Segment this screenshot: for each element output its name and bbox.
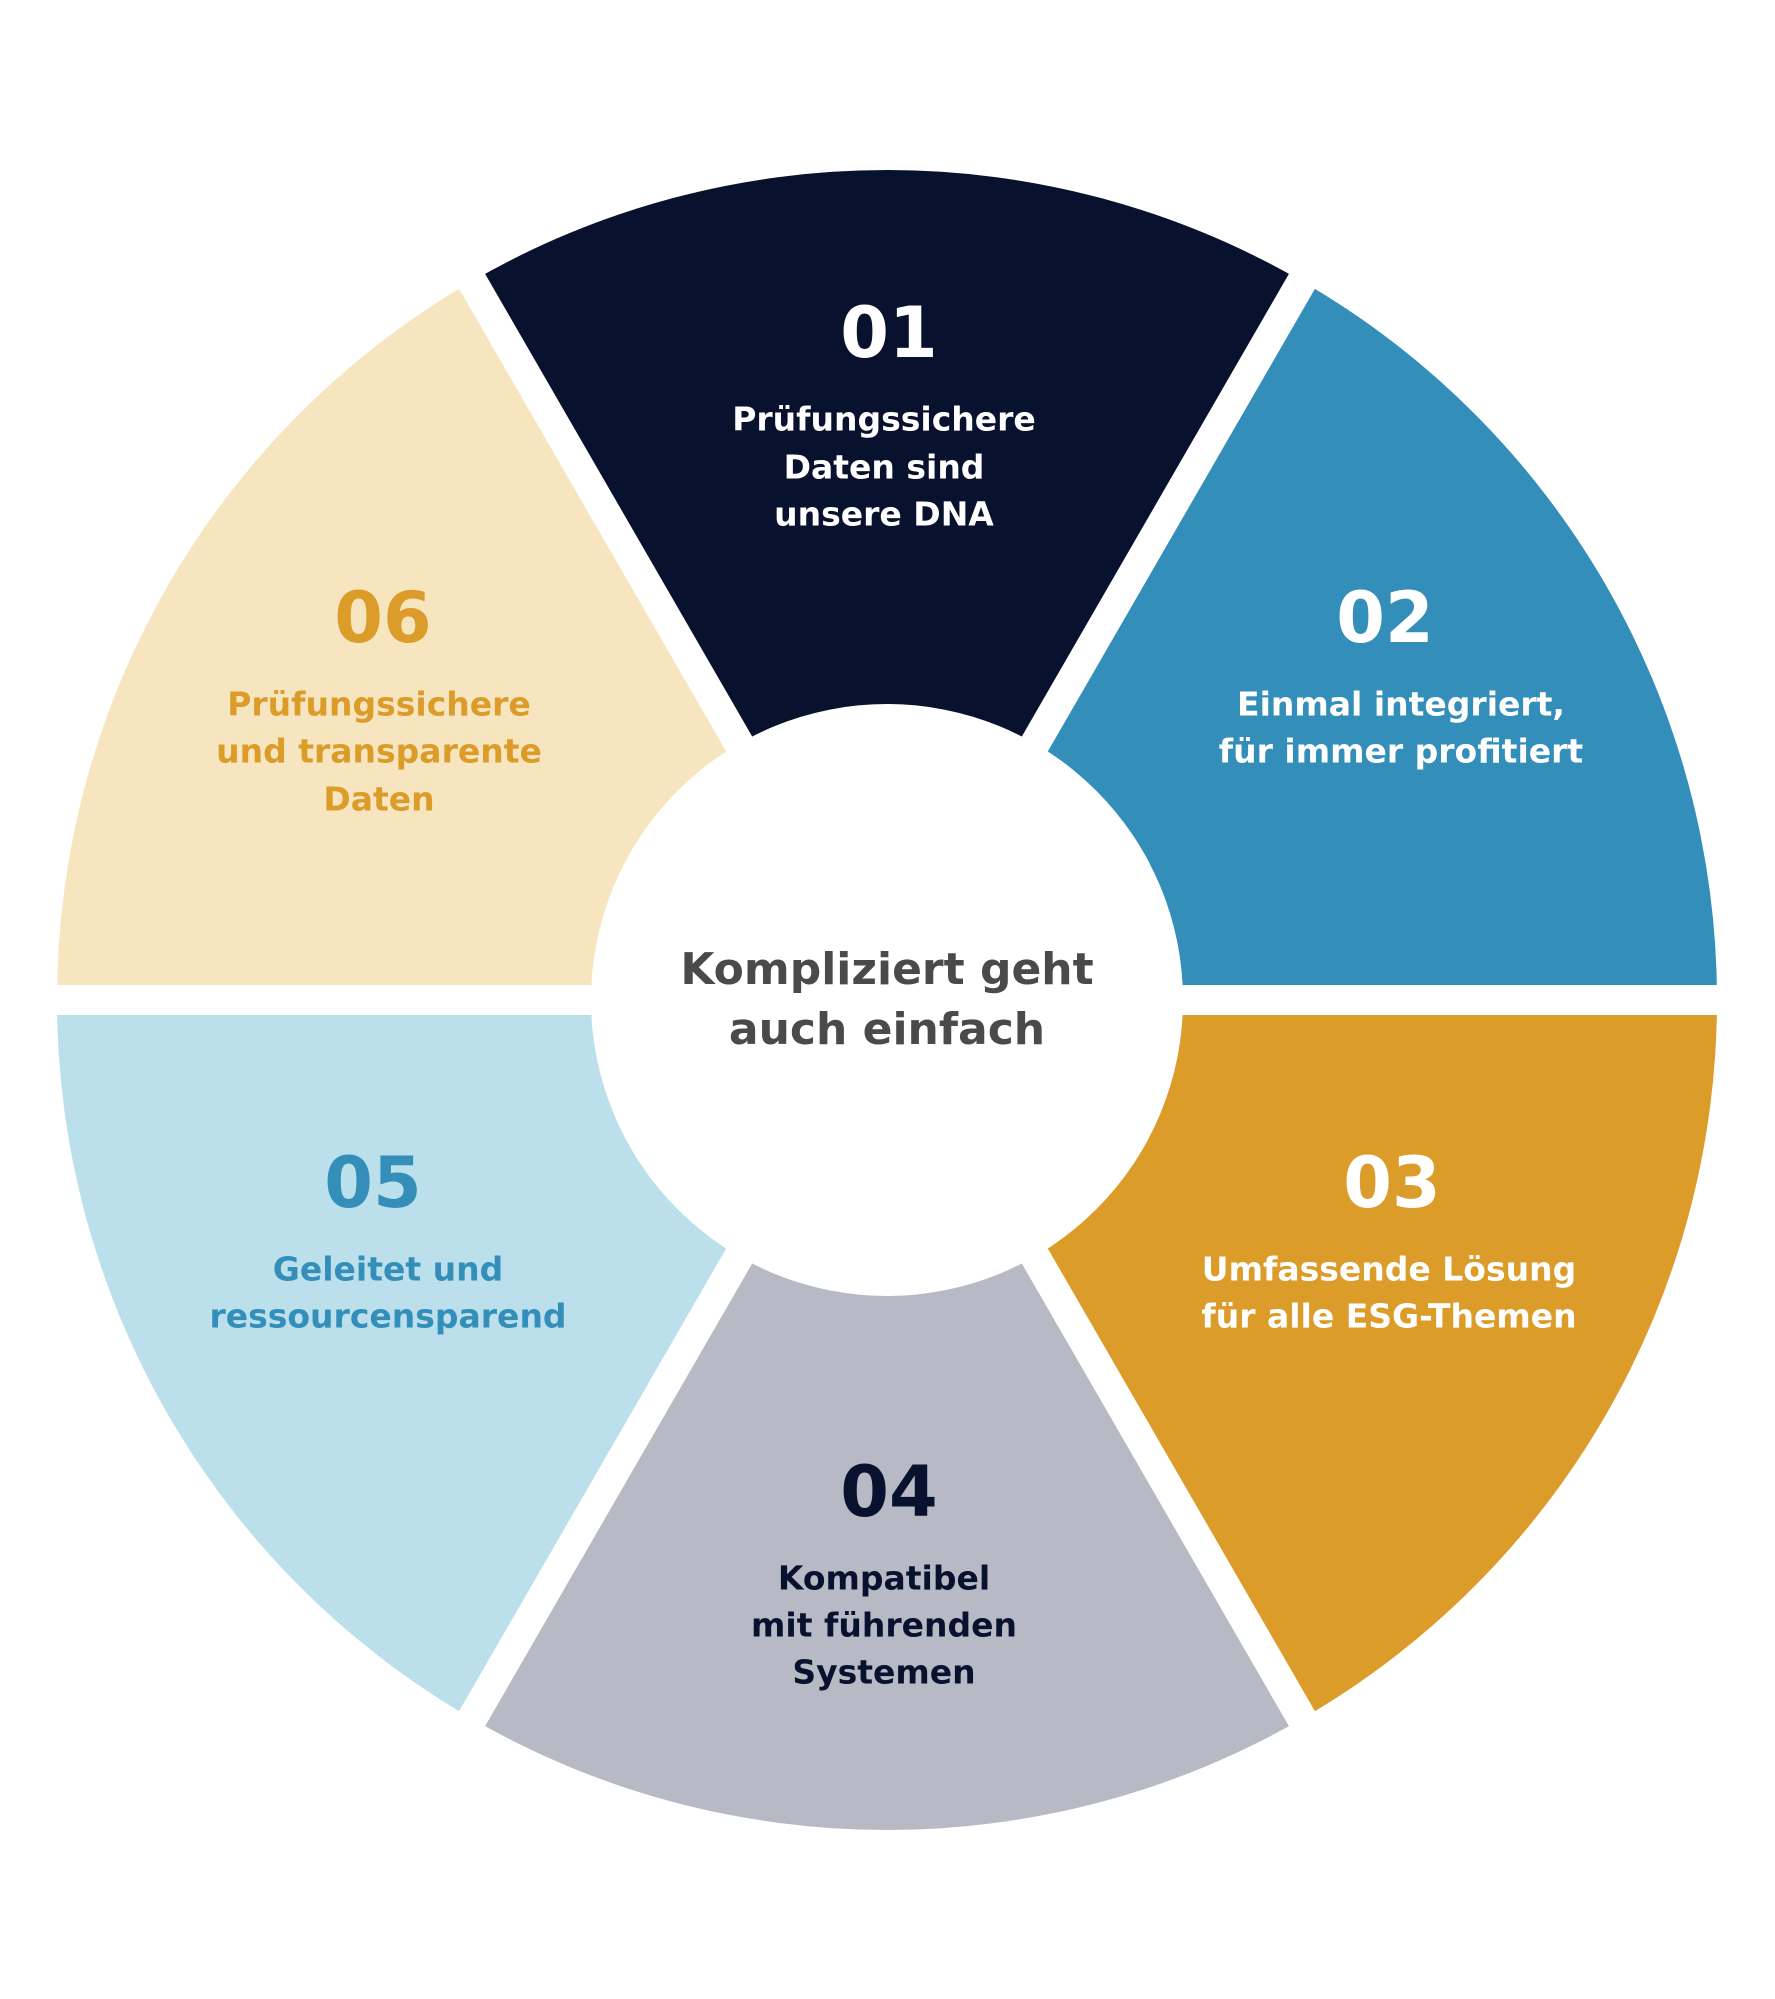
segment-label: Daten xyxy=(323,780,434,819)
segment-01 xyxy=(472,169,1302,1000)
segment-number: 05 xyxy=(324,1142,421,1224)
segment-label: unsere DNA xyxy=(774,495,994,534)
segment-label: und transparente xyxy=(216,732,542,771)
segment-number: 06 xyxy=(334,577,431,659)
center-circle xyxy=(591,704,1183,1296)
segment-label: mit führenden xyxy=(751,1606,1017,1645)
segment-label: Daten sind xyxy=(784,448,985,487)
segment-number: 01 xyxy=(840,292,937,374)
segment-02-text: 02 Einmal integriert, für immer profitie… xyxy=(1219,577,1584,770)
segment-label: Systemen xyxy=(792,1653,975,1692)
segment-number: 04 xyxy=(840,1451,937,1533)
segment-04-text: 04 Kompatibel mit führenden Systemen xyxy=(751,1451,1017,1691)
center-title-line-1: Kompliziert geht xyxy=(680,944,1093,995)
segment-label: Kompatibel xyxy=(778,1559,990,1598)
segment-label: Prüfungssichere xyxy=(732,400,1036,439)
segment-03-text: 03 Umfassende Lösung für alle ESG-Themen xyxy=(1201,1142,1576,1335)
segment-label: für immer profitiert xyxy=(1219,732,1584,771)
segment-label: ressourcensparend xyxy=(209,1297,566,1336)
segment-05-text: 05 Geleitet und ressourcensparend xyxy=(209,1142,566,1335)
segment-label: Einmal integriert, xyxy=(1237,685,1565,724)
segment-label: für alle ESG-Themen xyxy=(1201,1297,1576,1336)
center-title-line-2: auch einfach xyxy=(729,1004,1045,1055)
segment-label: Prüfungssichere xyxy=(227,685,531,724)
segment-label: Umfassende Lösung xyxy=(1202,1250,1576,1289)
segment-label: Geleitet und xyxy=(273,1250,504,1289)
segment-number: 03 xyxy=(1343,1142,1440,1224)
segment-04 xyxy=(472,1000,1302,1830)
segment-06-text: 06 Prüfungssichere und transparente Date… xyxy=(216,577,542,818)
segment-number: 02 xyxy=(1336,577,1433,659)
segment-01-text: 01 Prüfungssichere Daten sind unsere DNA xyxy=(732,292,1036,533)
